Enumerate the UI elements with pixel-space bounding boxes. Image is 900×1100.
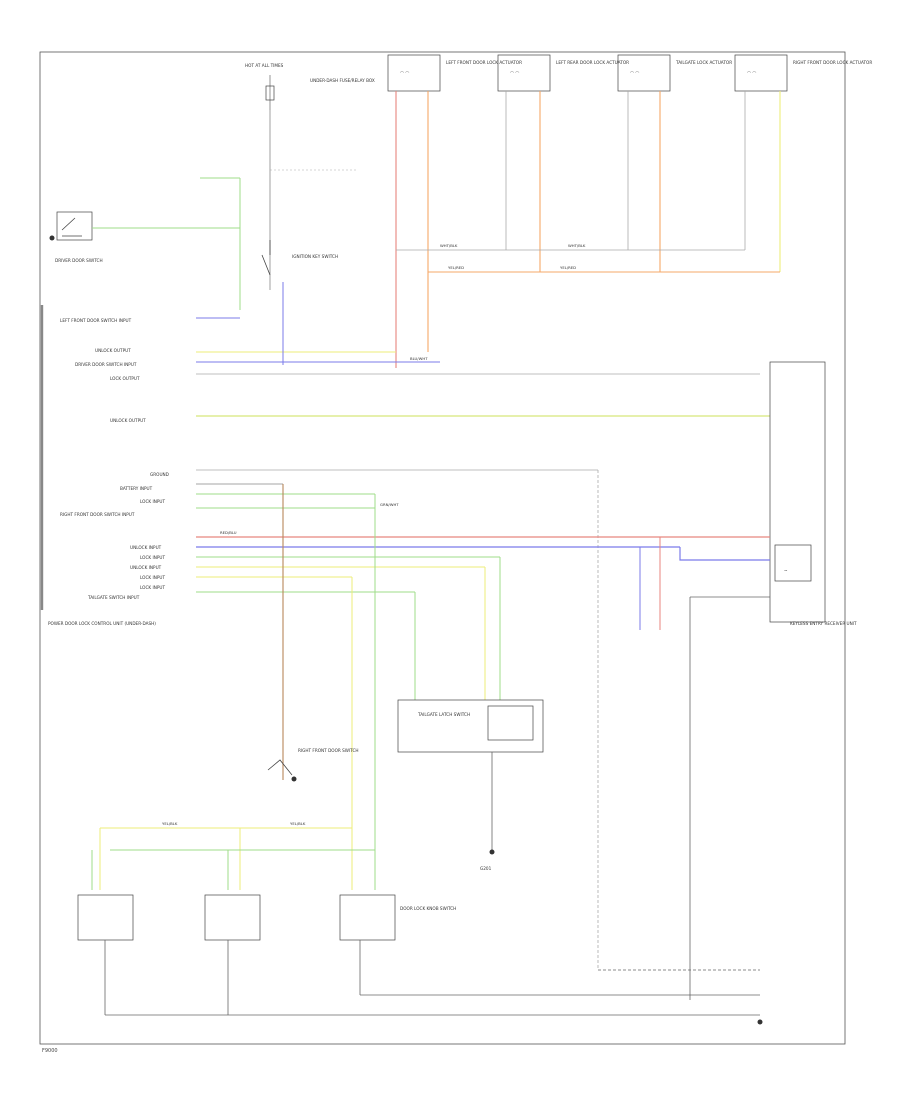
bus-label-3: YEL/RED [448, 265, 464, 270]
bus-label-2: WHT/BLK [568, 243, 586, 248]
hot-at-all-times: HOT AT ALL TIMES [245, 63, 284, 68]
bottom-label-1: YEL/BLK [162, 821, 178, 826]
lock-knob-switch-3 [339, 894, 396, 941]
ground-symbol-bottom [757, 1019, 763, 1025]
left-front-actuator-label: LEFT FRONT DOOR LOCK ACTUATOR [446, 60, 522, 65]
left-rear-actuator-label: LEFT REAR DOOR LOCK ACTUATOR [556, 60, 629, 65]
left-rear-actuator-box [497, 54, 551, 92]
tailgate-actuator-inner [487, 705, 534, 741]
pin-label-11: LOCK INPUT [140, 555, 165, 560]
wire-label-red-blu: RED/BLU [220, 530, 237, 535]
pin-label-12: UNLOCK INPUT [130, 565, 162, 570]
pin-label-2: UNLOCK OUTPUT [95, 348, 131, 353]
receiver-frame [769, 361, 826, 623]
pin-label-7: BATTERY INPUT [120, 486, 153, 491]
lock-input-blue-wire-ext [679, 547, 770, 561]
wire-label-grn-wht: GRN/WHT [380, 502, 399, 507]
tailgate-actuator-label: TAILGATE LOCK ACTUATOR [675, 60, 732, 65]
fuse-block-label: UNDER-DASH FUSE/RELAY BOX [310, 78, 375, 83]
left-rear-actuator-symbol: ⌒ ⌒ [510, 70, 519, 76]
module-label: POWER DOOR LOCK CONTROL UNIT (UNDER-DASH… [48, 621, 156, 626]
ground-label: G201 [480, 866, 492, 871]
wire-label-blu-wht: BLU/WHT [410, 356, 428, 361]
pin-label-14: LOCK INPUT [140, 585, 165, 590]
bus-label-1: WHT/BLK [440, 243, 458, 248]
lock-knob-switch-2 [204, 894, 261, 941]
footer-code: F9000 [42, 1048, 58, 1054]
tailgate-actuator-box [617, 54, 671, 92]
ground-symbol-rf [291, 776, 297, 782]
keyless-receiver-label: KEYLESS ENTRY RECEIVER UNIT [790, 621, 857, 626]
driver-door-switch-symbol [61, 217, 82, 237]
right-front-actuator-label: RIGHT FRONT DOOR LOCK ACTUATOR [793, 60, 872, 65]
door-lock-knob-switch-label: DOOR LOCK KNOB SWITCH [400, 906, 456, 911]
pin-label-3: DRIVER DOOR SWITCH INPUT [75, 362, 137, 367]
pin-label-5: UNLOCK OUTPUT [110, 418, 146, 423]
tailgate-actuator-symbol: ⌒ ⌒ [630, 70, 639, 76]
pin-label-9: RIGHT FRONT DOOR SWITCH INPUT [60, 512, 135, 517]
keyless-receiver-box [774, 544, 812, 582]
pin-label-1: LEFT FRONT DOOR SWITCH INPUT [60, 318, 132, 323]
left-front-actuator-box [387, 54, 441, 92]
pin-label-8: LOCK INPUT [140, 499, 165, 504]
right-rear-actuator-box [734, 54, 788, 92]
pin-label-13: LOCK INPUT [140, 575, 165, 580]
pin-label-6: GROUND [150, 472, 169, 477]
pin-label-15: TAILGATE SWITCH INPUT [87, 595, 140, 600]
right-rear-actuator-symbol: ⌒ ⌒ [747, 70, 756, 76]
ground-symbol-left [49, 235, 55, 241]
driver-door-switch-box [56, 211, 93, 241]
ground-symbol-tailgate [489, 849, 495, 855]
keyless-receiver-symbol: ~ [784, 568, 788, 573]
diagram-frame [39, 51, 846, 1045]
tailgate-latch-label: TAILGATE LATCH SWITCH [417, 712, 470, 717]
tailgate-assembly-box [397, 699, 544, 753]
lock-knob-switch-1 [77, 894, 134, 941]
driver-door-switch-label: DRIVER DOOR SWITCH [55, 258, 103, 263]
key-switch-label: IGNITION KEY SWITCH [292, 254, 338, 259]
left-front-actuator-symbol: ⌒ ⌒ [400, 70, 409, 76]
key-switch-symbol [261, 240, 271, 276]
pin-label-10: UNLOCK INPUT [130, 545, 162, 550]
bus-label-4: YEL/RED [560, 265, 576, 270]
fuse-symbol [265, 85, 275, 101]
bottom-label-2: YEL/BLK [290, 821, 306, 826]
pin-label-4: LOCK OUTPUT [110, 376, 140, 381]
right-front-switch-symbol [267, 759, 293, 776]
right-front-switch-label: RIGHT FRONT DOOR SWITCH [298, 748, 359, 753]
